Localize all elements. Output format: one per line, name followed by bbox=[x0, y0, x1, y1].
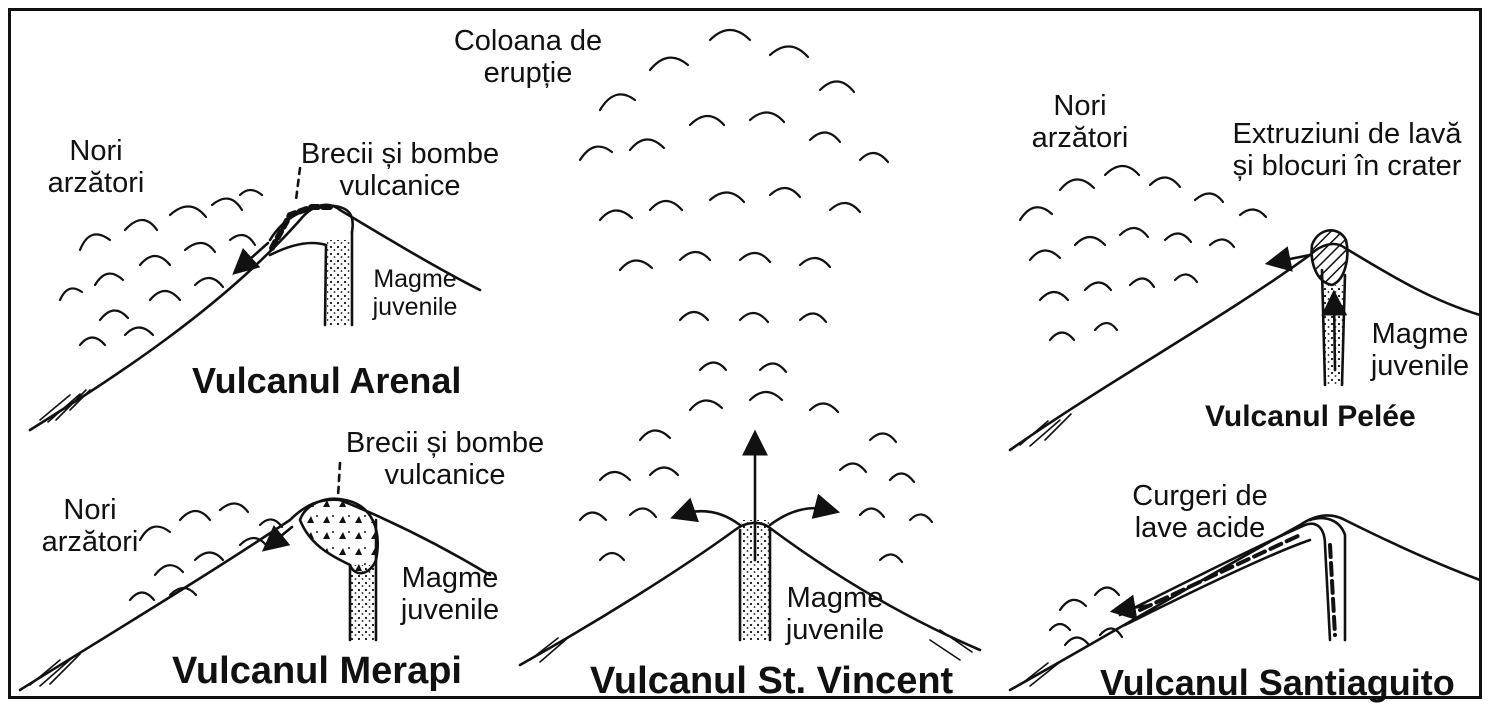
santiaguito-flows-label: Curgeri de lave acide bbox=[1125, 480, 1275, 545]
arenal-clouds-label: Nori arzători bbox=[36, 135, 156, 200]
pelee-title: Vulcanul Pelée bbox=[1205, 400, 1416, 434]
santiaguito-title: Vulcanul Santiaguito bbox=[1100, 662, 1455, 704]
arenal-breccia-label: Brecii și bombe vulcanice bbox=[275, 138, 525, 203]
st-vincent-magma-label: Magme juvenile bbox=[770, 582, 900, 647]
merapi-title: Vulcanul Merapi bbox=[172, 650, 462, 693]
merapi-breccia-label: Brecii și bombe vulcanice bbox=[320, 427, 570, 492]
arenal-title: Vulcanul Arenal bbox=[192, 360, 461, 402]
arenal-magma-label: Magme juvenile bbox=[355, 265, 475, 321]
merapi-magma-label: Magme juvenile bbox=[385, 562, 515, 627]
st-vincent-title: Vulcanul St. Vincent bbox=[590, 660, 953, 703]
pelee-extrusion-label: Extruziuni de lavă și blocuri în crater bbox=[1212, 118, 1482, 183]
merapi-clouds-label: Nori arzători bbox=[30, 494, 150, 559]
pelee-magma-label: Magme juvenile bbox=[1360, 318, 1480, 383]
st-vincent-column-label: Coloana de erupție bbox=[438, 25, 618, 90]
pelee-clouds-label: Nori arzători bbox=[1020, 90, 1140, 155]
